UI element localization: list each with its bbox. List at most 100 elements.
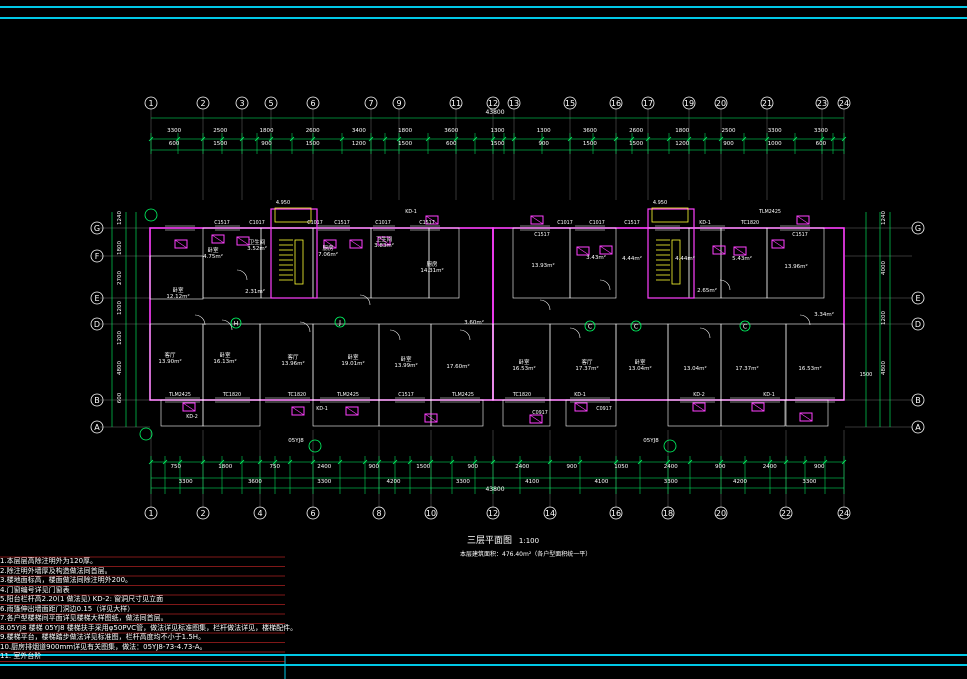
axis-bottom-6: 6 (310, 509, 315, 518)
dim-bottom-row2-7: 3300 (664, 479, 678, 485)
fixture-diag-20 (692, 402, 706, 412)
section-mark-circle-2 (584, 320, 596, 332)
dim-top-row2-0: 600 (169, 141, 180, 147)
fixture-20 (692, 402, 706, 412)
axis-top-7-circle (364, 96, 378, 110)
dim-slash-top-9 (339, 136, 345, 142)
wall-rect-30 (430, 399, 484, 427)
axis-bottom-16: 16 (611, 509, 621, 518)
dim-top-row1-11: 1800 (675, 128, 689, 134)
dim-bottom-row2-9: 3300 (802, 479, 816, 485)
fixture-diag-5 (377, 236, 391, 246)
axis-right-G-circle (911, 221, 925, 235)
dim-bottom-row1-2: 750 (270, 464, 281, 470)
axis-left-A: A (94, 423, 100, 432)
fixture-diag-19 (574, 402, 588, 412)
room-label-13: 卧室 (634, 358, 646, 366)
dim-slash-bottom-15 (428, 459, 434, 465)
fixture-13 (796, 215, 810, 225)
axis-bottom-8: 8 (376, 509, 381, 518)
door-swing-9 (236, 269, 248, 281)
axis-bottom-4-circle (253, 506, 267, 520)
dim-top-row2-11: 1200 (675, 141, 689, 147)
room-area-11: 14.31m² (420, 267, 443, 274)
dim-top-row1-3: 2600 (306, 128, 320, 134)
room-area-9: 19.01m² (341, 360, 364, 367)
axis-left-B-circle (90, 393, 104, 407)
window-tag-21: TC1820 (512, 392, 531, 398)
fixture-diag-10 (712, 245, 726, 255)
axis-left-D-circle (90, 317, 104, 331)
dim-slash-bottom-23 (637, 459, 643, 465)
axis-left-D: D (94, 320, 100, 329)
axis-left-F: F (95, 252, 100, 261)
note-line-5: 6.雨篷伸出墙面距门洞边0.15（详见大样） (0, 604, 135, 613)
dim-slash-top-20 (567, 136, 573, 142)
window-tag-24: KD-1 (763, 392, 775, 398)
dim-top-row2-12: 900 (723, 141, 734, 147)
axis-bottom-8-circle (372, 506, 386, 520)
room-label-12: 客厅 (581, 358, 593, 366)
dim-top-row1-14: 3300 (814, 128, 828, 134)
axis-right-A: A (915, 423, 921, 432)
axis-bottom-18: 18 (663, 509, 673, 518)
dim-slash-top-12 (396, 136, 402, 142)
stair-landing-1 (651, 207, 689, 223)
fixture-diag-11 (733, 246, 747, 256)
window-tag-6: C1517 (419, 220, 435, 226)
room-area-21: 4.44m² (675, 255, 695, 262)
stair-well-right (647, 208, 695, 299)
axis-bottom-2-circle (196, 506, 210, 520)
drawing-scale: 1:100 (518, 537, 540, 545)
window-tag-16: TC1820 (222, 392, 241, 398)
wall-rect-19 (430, 323, 494, 401)
window-tag-22: KD-1 (574, 392, 586, 398)
wall-rect-27 (202, 399, 261, 427)
window-tag-9: C1017 (589, 220, 605, 226)
wall-outlines (149, 208, 845, 427)
dim-slash-bottom-6 (257, 459, 263, 465)
door-swing-7 (699, 327, 711, 339)
dim-slash-top-29 (741, 136, 747, 142)
fixture-diag-16 (345, 406, 359, 416)
axis-left-B: B (94, 396, 100, 405)
dim-bottom-row1-6: 900 (468, 464, 479, 470)
stair-rail-0 (294, 239, 304, 285)
design-notes: 1.本层层高除注明外为120厚。2.除注明外墙厚及构造做法同首层。3.楼地面标高… (0, 555, 297, 675)
wall-rect-32 (565, 399, 617, 427)
detail-bubble-tl (144, 208, 158, 222)
axis-left-A-circle (90, 420, 104, 434)
room-label-11: 卧室 (518, 358, 530, 366)
dim-slash-bottom-31 (822, 459, 828, 465)
window-tag-3: C1517 (334, 220, 350, 226)
axis-top-21: 21 (762, 99, 772, 108)
note-line-10: 11. 室外台阶 (0, 652, 42, 660)
stair-rail-1 (671, 239, 681, 285)
door-swing-5 (539, 299, 551, 311)
dim-slash-bottom-27 (742, 459, 748, 465)
total-dimension-bottom: 43800 (485, 486, 504, 493)
room-label-0: 卧室 (207, 246, 219, 254)
section-mark-1: J (338, 320, 341, 327)
axis-top-19: 19 (684, 99, 694, 108)
axis-right-E: E (915, 294, 920, 303)
dim-top-row2-3: 1500 (306, 141, 320, 147)
dim-bottom-row1-4: 900 (369, 464, 380, 470)
dim-bottom-row2-5: 4100 (525, 479, 539, 485)
room-area-12: 17.60m² (446, 363, 469, 370)
axis-top-15-circle (563, 96, 577, 110)
room-area-7: 3.83m² (374, 242, 394, 249)
dim-bottom-row1-8: 900 (567, 464, 578, 470)
axis-bottom-20: 20 (716, 509, 726, 518)
dim-slash-bottom-25 (687, 459, 693, 465)
fixture-diag-8 (576, 246, 590, 256)
dim-bottom-row2-2: 3300 (317, 479, 331, 485)
wall-rect-29 (378, 399, 432, 427)
window-tag-26: KD-1 (316, 406, 328, 412)
dim-top-row1-8: 1300 (537, 128, 551, 134)
axis-top-15: 15 (565, 99, 575, 108)
drawing-frame (0, 6, 967, 679)
axis-top-2: 2 (200, 99, 205, 108)
dim-slash-bottom-28 (767, 459, 773, 465)
axis-bottom-24-circle (837, 506, 851, 520)
